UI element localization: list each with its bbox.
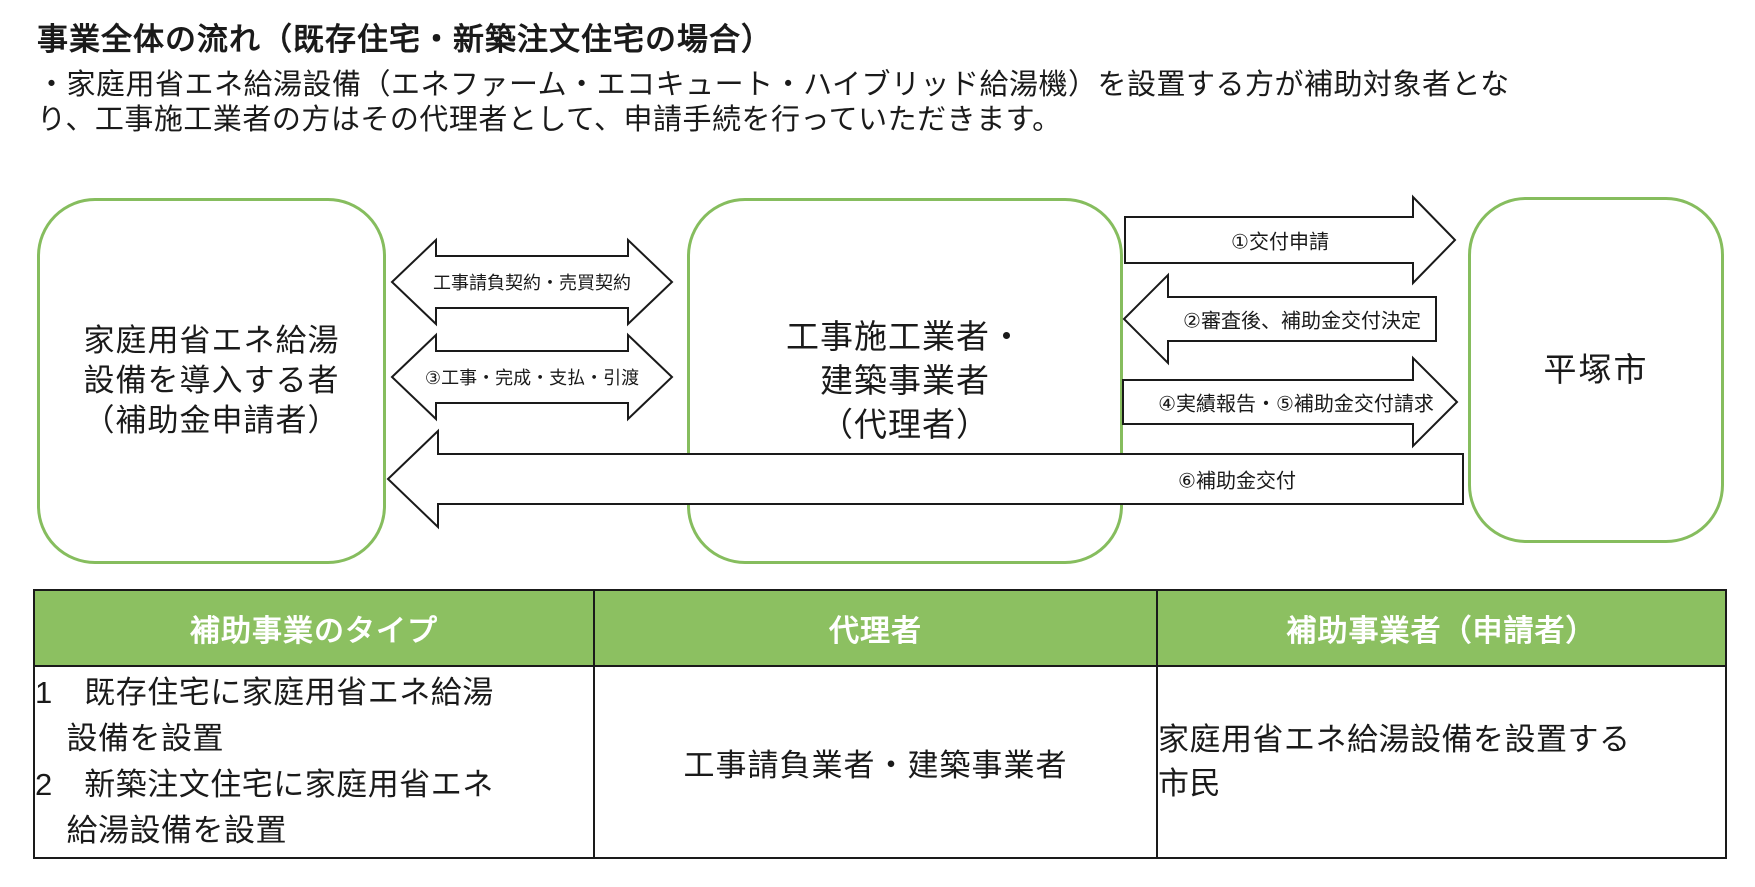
flow-box-city-label: 平塚市 [1543,351,1649,388]
table-header-row: 補助事業のタイプ 代理者 補助事業者（申請者） [33,589,1727,667]
applicant-line-2: 設備を導入する者 [83,363,340,398]
subsidy-type-table: 補助事業のタイプ 代理者 補助事業者（申請者） 1 既存住宅に家庭用省エネ給湯 … [33,589,1727,859]
report-arrow-label: ④実績報告・⑤補助金交付請求 [1158,393,1434,416]
agent-line-1: 工事施工業者・ [786,318,1024,355]
type-line-1: 1 既存住宅に家庭用省エネ給湯 [35,675,494,710]
flow-box-agent: 工事施工業者・ 建築事業者 （代理者） [687,198,1123,564]
description-line-2: り、工事施工業者の方はその代理者として、申請手続を行っていただきます。 [37,104,1062,136]
agent-line-2: 建築事業者 [820,362,990,399]
cell-agent: 工事請負業者・建築事業者 [593,665,1158,859]
flow-box-agent-label: 工事施工業者・ 建築事業者 （代理者） [786,315,1024,447]
cell-beneficiary: 家庭用省エネ給湯設備を設置する 市民 [1156,665,1727,859]
applicant-line-1: 家庭用省エネ給湯 [83,323,340,358]
header-agent: 代理者 [593,589,1158,667]
beneficiary-line-1: 家庭用省エネ給湯設備を設置する [1158,722,1631,757]
description-line-1: ・家庭用省エネ給湯設備（エネファーム・エコキュート・ハイブリッド給湯機）を設置す… [37,69,1510,101]
page-description: ・家庭用省エネ給湯設備（エネファーム・エコキュート・ハイブリッド給湯機）を設置す… [37,68,1510,138]
cell-subsidy-type: 1 既存住宅に家庭用省エネ給湯 設備を設置 2 新築注文住宅に家庭用省エネ 給湯… [33,665,595,859]
applicant-line-3: （補助金申請者） [83,403,340,438]
agent-line-3: （代理者） [820,406,990,443]
contract-arrow-label: 工事請負契約・売買契約 [433,273,631,293]
grant-arrow-label: ⑥補助金交付 [1178,470,1296,493]
flow-box-city: 平塚市 [1468,197,1724,543]
flow-box-applicant-label: 家庭用省エネ給湯 設備を導入する者 （補助金申請者） [84,321,340,441]
decision-arrow-label: ②審査後、補助金交付決定 [1183,310,1421,333]
flow-box-applicant: 家庭用省エネ給湯 設備を導入する者 （補助金申請者） [37,198,386,564]
page-title: 事業全体の流れ（既存住宅・新築注文住宅の場合） [37,22,773,57]
type-line-3: 2 新築注文住宅に家庭用省エネ [35,767,494,802]
application-arrow-label: ①交付申請 [1231,231,1329,254]
header-beneficiary: 補助事業者（申請者） [1156,589,1727,667]
type-line-4: 給湯設備を設置 [35,813,287,848]
construction-arrow-label: ③工事・完成・支払・引渡 [424,368,640,388]
beneficiary-line-2: 市民 [1158,766,1221,801]
type-line-2: 設備を設置 [35,721,224,756]
table-row: 1 既存住宅に家庭用省エネ給湯 設備を設置 2 新築注文住宅に家庭用省エネ 給湯… [33,665,1727,859]
header-subsidy-type: 補助事業のタイプ [33,589,595,667]
